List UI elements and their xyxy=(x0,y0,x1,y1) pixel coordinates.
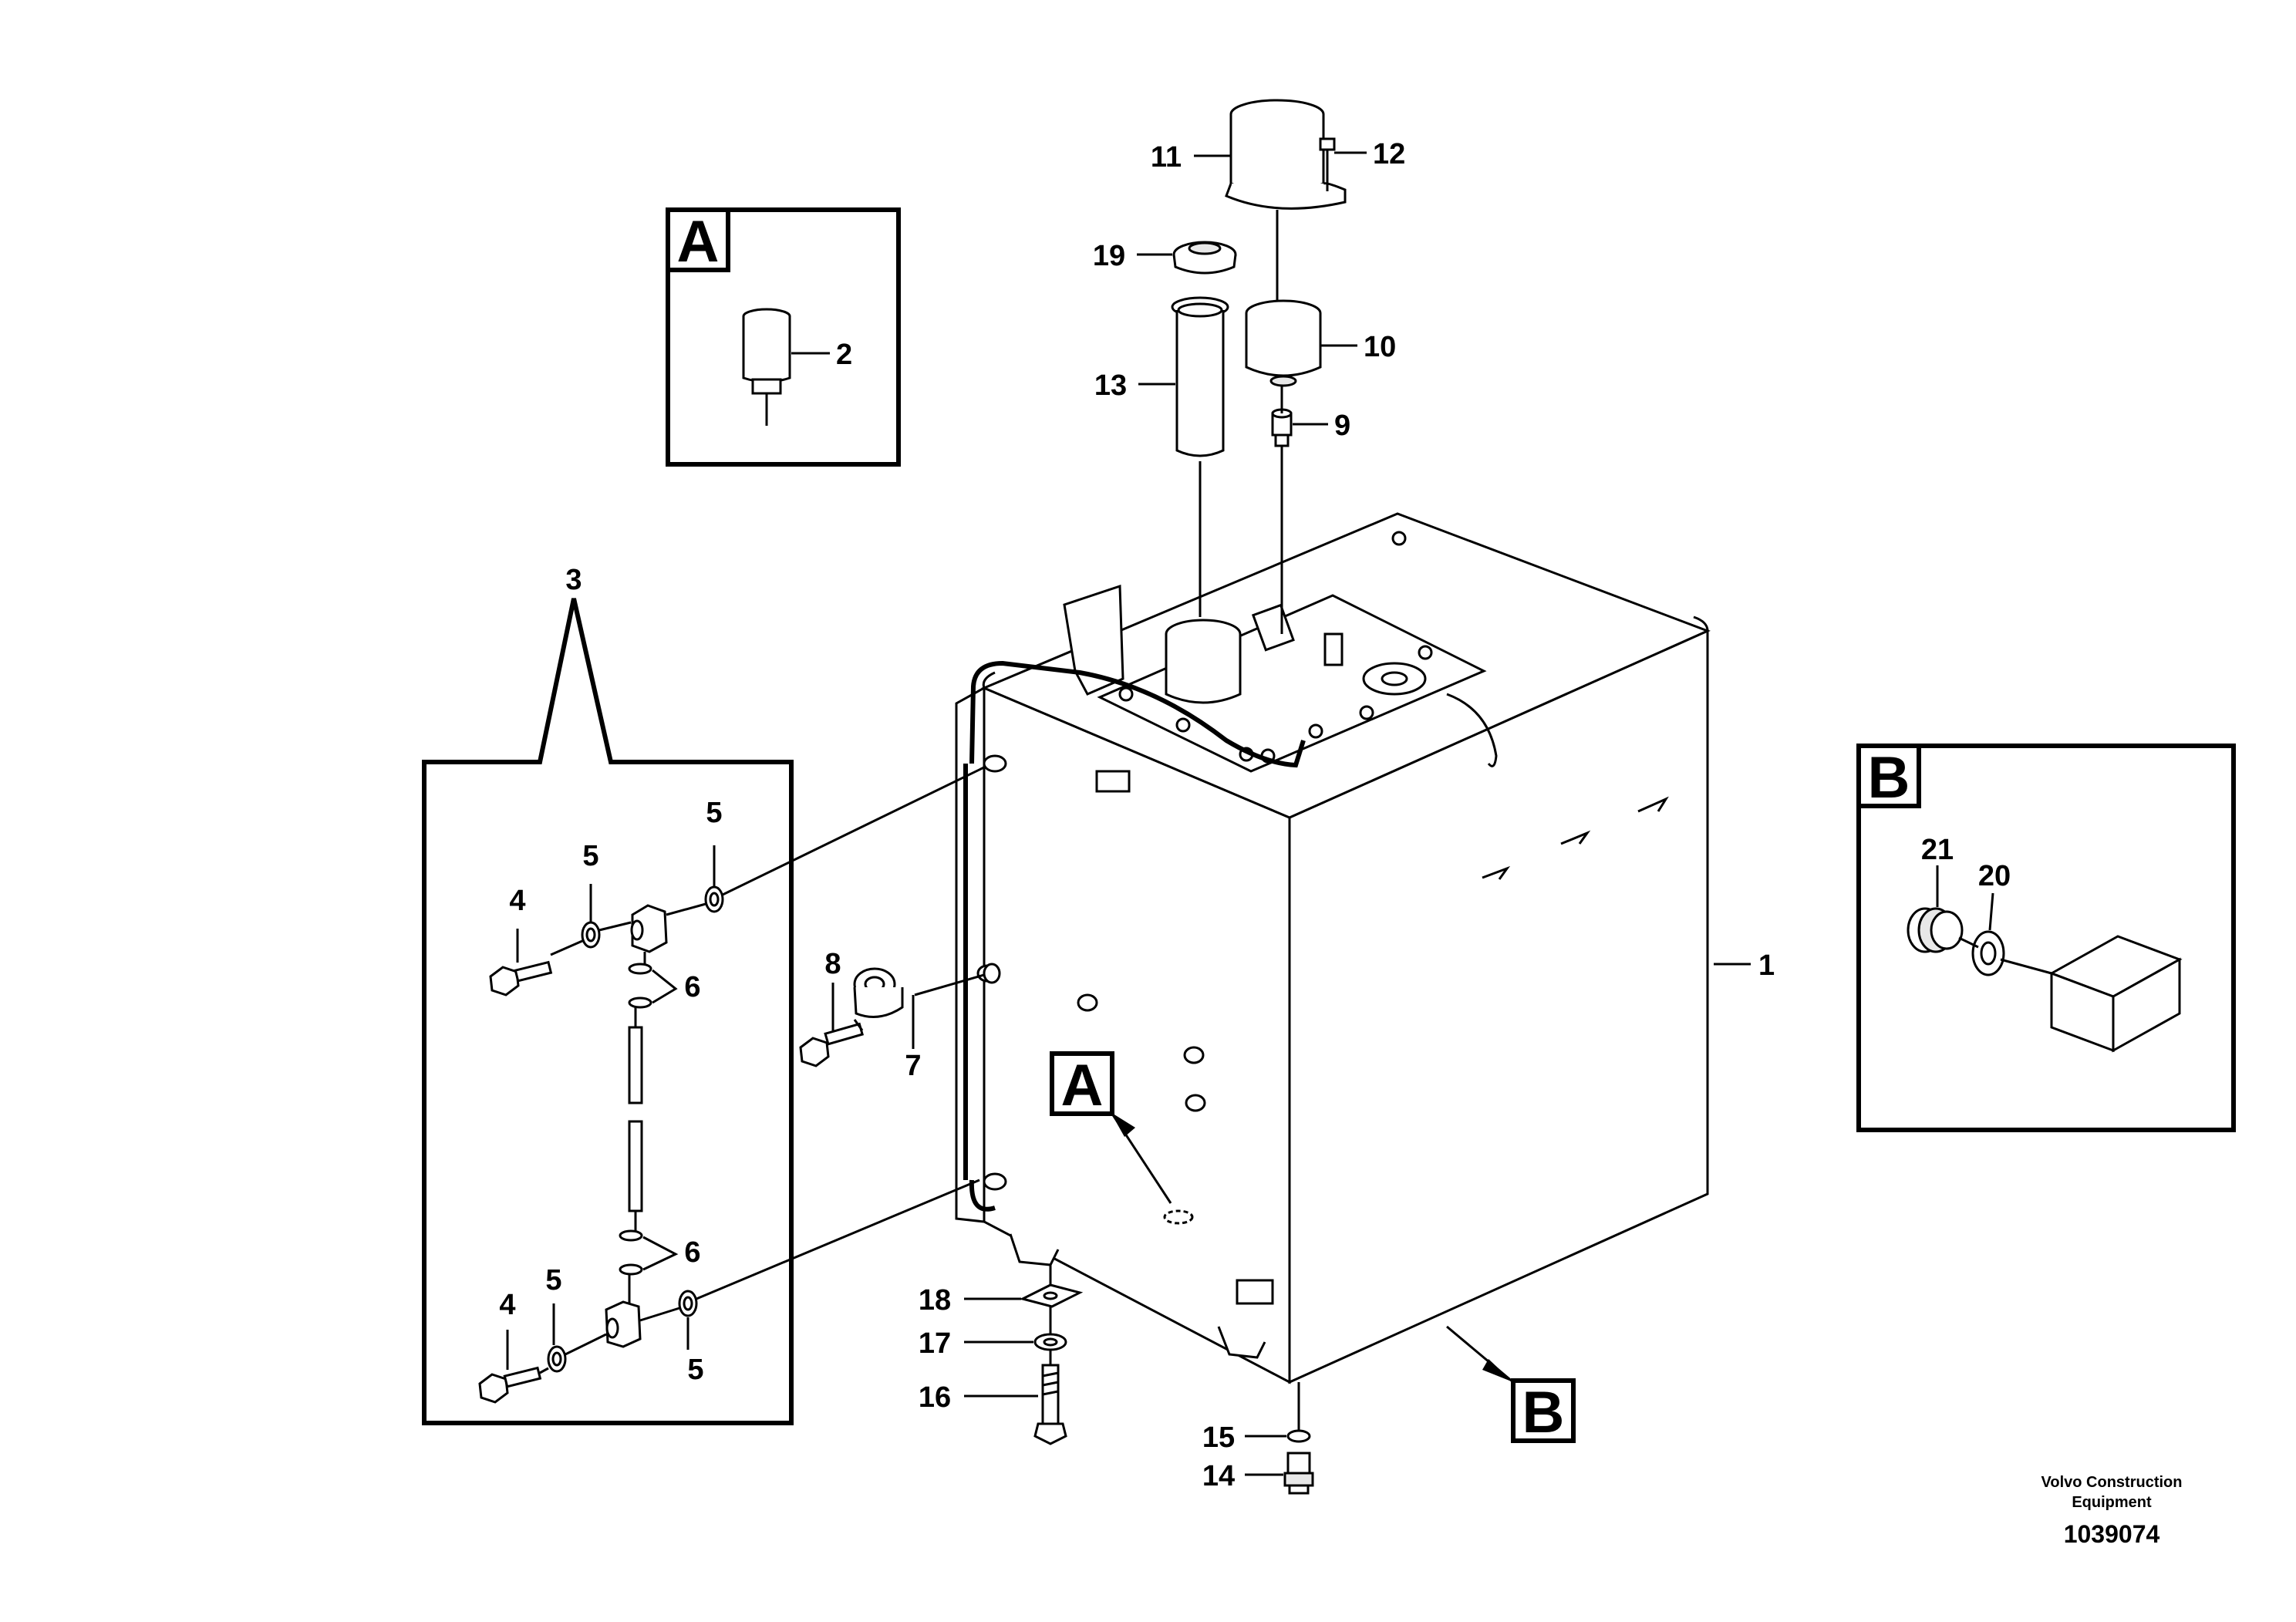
detail-b-title: B xyxy=(1868,745,1910,811)
leader-upper-connection xyxy=(722,764,990,896)
callout-19: 19 xyxy=(1093,240,1125,272)
callout-9: 9 xyxy=(1334,410,1350,442)
upper-block xyxy=(630,904,668,953)
callout-5-lower-right: 5 xyxy=(687,1354,703,1386)
callout-4-lower: 4 xyxy=(499,1289,515,1321)
front-plate xyxy=(1095,770,1131,793)
callout-4-upper: 4 xyxy=(509,885,525,917)
callout-7: 7 xyxy=(905,1050,921,1082)
drain-plug-part-14 xyxy=(1283,1452,1314,1495)
tank-section-cube xyxy=(2048,935,2183,1053)
clamp-washer xyxy=(983,963,1001,984)
screw-part-12 xyxy=(1319,137,1336,191)
top-cover-plate xyxy=(1097,594,1487,773)
callout-8: 8 xyxy=(824,948,841,980)
sight-tube-upper xyxy=(628,1026,643,1104)
document-number: 1039074 xyxy=(2064,1520,2160,1548)
hydraulic-tank-part-1 xyxy=(955,512,1711,1384)
detail-b-pointer: B xyxy=(1446,1325,1576,1445)
callout-5-upper-left: 5 xyxy=(582,840,598,872)
detail-a-title: A xyxy=(677,209,720,275)
filler-cap-part-19 xyxy=(1172,241,1237,275)
bolt-part-8 xyxy=(799,1022,865,1067)
top-boss xyxy=(1323,632,1344,666)
callout-6-upper: 6 xyxy=(684,971,700,1003)
detail-b-frame xyxy=(1856,744,2236,1132)
callout-16: 16 xyxy=(919,1381,951,1414)
callout-5-lower-left: 5 xyxy=(545,1264,561,1297)
callout-2: 2 xyxy=(836,339,852,371)
detail-view-3: 3 4 5 5 6 xyxy=(422,564,794,1425)
callout-12: 12 xyxy=(1373,138,1405,170)
lower-o-ring-b xyxy=(619,1263,643,1276)
filter-element-part-10 xyxy=(1245,299,1322,387)
callout-14: 14 xyxy=(1202,1460,1235,1492)
callout-1: 1 xyxy=(1758,949,1775,982)
detail-view-a: A 2 xyxy=(666,207,901,467)
callout-5-upper-right: 5 xyxy=(706,797,722,829)
return-pipe-lower xyxy=(969,1179,996,1212)
sensor-cable xyxy=(1446,693,1498,767)
clamp-part-7 xyxy=(853,967,904,1018)
breather-stub xyxy=(1251,603,1295,652)
lower-block xyxy=(605,1300,642,1348)
upper-bolt-part-4 xyxy=(489,960,553,996)
callout-11: 11 xyxy=(1151,141,1182,174)
upper-washer-part-5b xyxy=(704,885,724,913)
detail-a-pointer-label: A xyxy=(1061,1053,1104,1118)
callout-10: 10 xyxy=(1364,331,1396,363)
washer-part-20 xyxy=(1971,930,2005,976)
callout-20: 20 xyxy=(1978,860,2011,892)
plug-part-21 xyxy=(1907,907,1964,953)
callout-17: 17 xyxy=(919,1327,951,1360)
breather-cap-part-11 xyxy=(1225,99,1347,210)
sensor-part-2 xyxy=(742,308,791,426)
sensor-location-a xyxy=(1163,1209,1194,1225)
callout-15: 15 xyxy=(1202,1421,1235,1454)
callout-18: 18 xyxy=(919,1284,951,1317)
detail-a-frame xyxy=(666,207,901,467)
front-foot-left xyxy=(1009,1233,1060,1266)
lower-bolt-part-4 xyxy=(478,1366,542,1404)
brand-line-2: Equipment xyxy=(2072,1494,2152,1511)
strainer-part-13 xyxy=(1171,296,1229,457)
shim-part-18 xyxy=(1019,1283,1084,1308)
callout-6-lower: 6 xyxy=(684,1236,700,1269)
callout-3: 3 xyxy=(565,564,582,596)
detail-b-pointer-label: B xyxy=(1522,1380,1565,1445)
front-foot-right xyxy=(1217,1326,1266,1359)
o-ring-part-15 xyxy=(1286,1429,1311,1443)
return-pipe xyxy=(969,660,1306,768)
detail-3-frame xyxy=(422,598,794,1425)
detail-a-pointer: A xyxy=(1050,1051,1172,1204)
detail-b-tag xyxy=(1856,744,1921,808)
lower-washer-part-5d xyxy=(678,1290,698,1317)
washer-part-17 xyxy=(1033,1333,1067,1351)
callout-21: 21 xyxy=(1921,834,1954,866)
sight-tube-lower xyxy=(628,1120,643,1212)
leader-lower-connection xyxy=(696,1179,980,1300)
detail-a-tag xyxy=(666,207,730,272)
brand-badge xyxy=(1236,1279,1274,1305)
upper-o-ring-a xyxy=(628,963,652,975)
brand-line-1: Volvo Construction xyxy=(2041,1474,2183,1491)
lower-washer-part-5c xyxy=(547,1345,567,1373)
valve-part-9 xyxy=(1271,408,1293,447)
detail-view-b: B 21 20 xyxy=(1856,744,2236,1132)
top-bracket xyxy=(1063,584,1124,696)
bolt-part-16 xyxy=(1033,1364,1067,1445)
lower-o-ring-a xyxy=(619,1229,643,1242)
upper-washer-part-5a xyxy=(581,921,601,949)
upper-o-ring-b xyxy=(628,996,652,1009)
callout-13: 13 xyxy=(1094,369,1127,402)
